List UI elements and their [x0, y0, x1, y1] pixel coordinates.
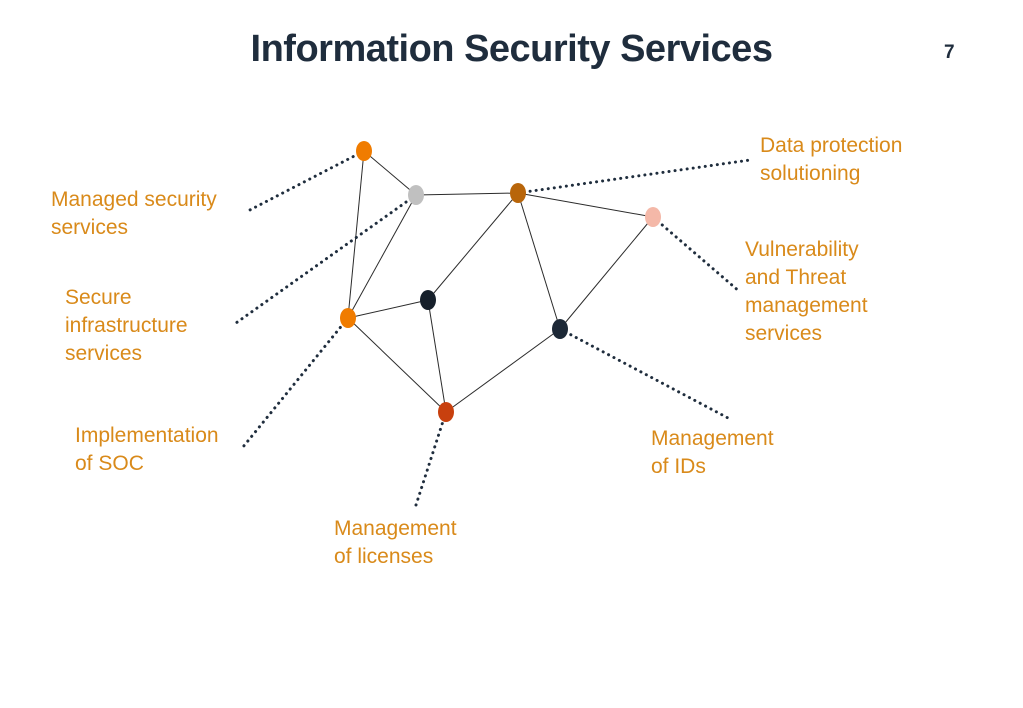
label-management-of-licenses: Management of licenses	[334, 517, 457, 568]
edge-n3-n4	[517, 192, 654, 218]
edge-n5-n8	[427, 299, 447, 413]
page-title: Information Security Services	[250, 28, 773, 70]
label-implementation-of-soc: Implementation of SOC	[75, 424, 219, 475]
label-vulnerability-threat-management: Vulnerability and Threat management serv…	[745, 238, 868, 345]
edge-n3-n7	[517, 192, 561, 330]
leader-licenses	[414, 410, 448, 507]
edge-n7-n8	[445, 328, 561, 413]
label-management-of-ids: Management of IDs	[651, 427, 774, 478]
network-edges	[347, 150, 654, 413]
node-n6	[340, 308, 356, 328]
node-n1	[356, 141, 372, 161]
leader-lines	[234, 149, 752, 507]
edge-n1-n2	[363, 150, 417, 196]
node-n8	[438, 402, 454, 422]
edge-n3-n5	[427, 192, 519, 301]
node-n3	[510, 183, 526, 203]
node-n5	[420, 290, 436, 310]
label-managed-security-services: Managed security services	[51, 188, 217, 239]
leader-soc	[241, 316, 350, 449]
network-nodes	[340, 141, 661, 422]
edge-n1-n6	[347, 150, 365, 319]
leader-ids	[558, 327, 730, 420]
edge-n2-n6	[347, 194, 417, 319]
leader-vulnerability	[651, 215, 742, 294]
leader-secure-infrastructure	[234, 193, 418, 325]
label-secure-infrastructure-services: Secure infrastructure services	[65, 286, 188, 365]
leader-data-protection	[516, 158, 752, 195]
edge-n6-n8	[347, 317, 447, 413]
edge-n5-n6	[347, 299, 429, 319]
leader-managed-security	[244, 149, 366, 214]
page-number: 7	[944, 42, 955, 63]
edge-n2-n3	[415, 192, 519, 196]
node-n2	[408, 185, 424, 205]
node-n7	[552, 319, 568, 339]
node-n4	[645, 207, 661, 227]
edge-n4-n7	[559, 216, 654, 330]
label-data-protection-solutioning: Data protection solutioning	[760, 134, 903, 185]
